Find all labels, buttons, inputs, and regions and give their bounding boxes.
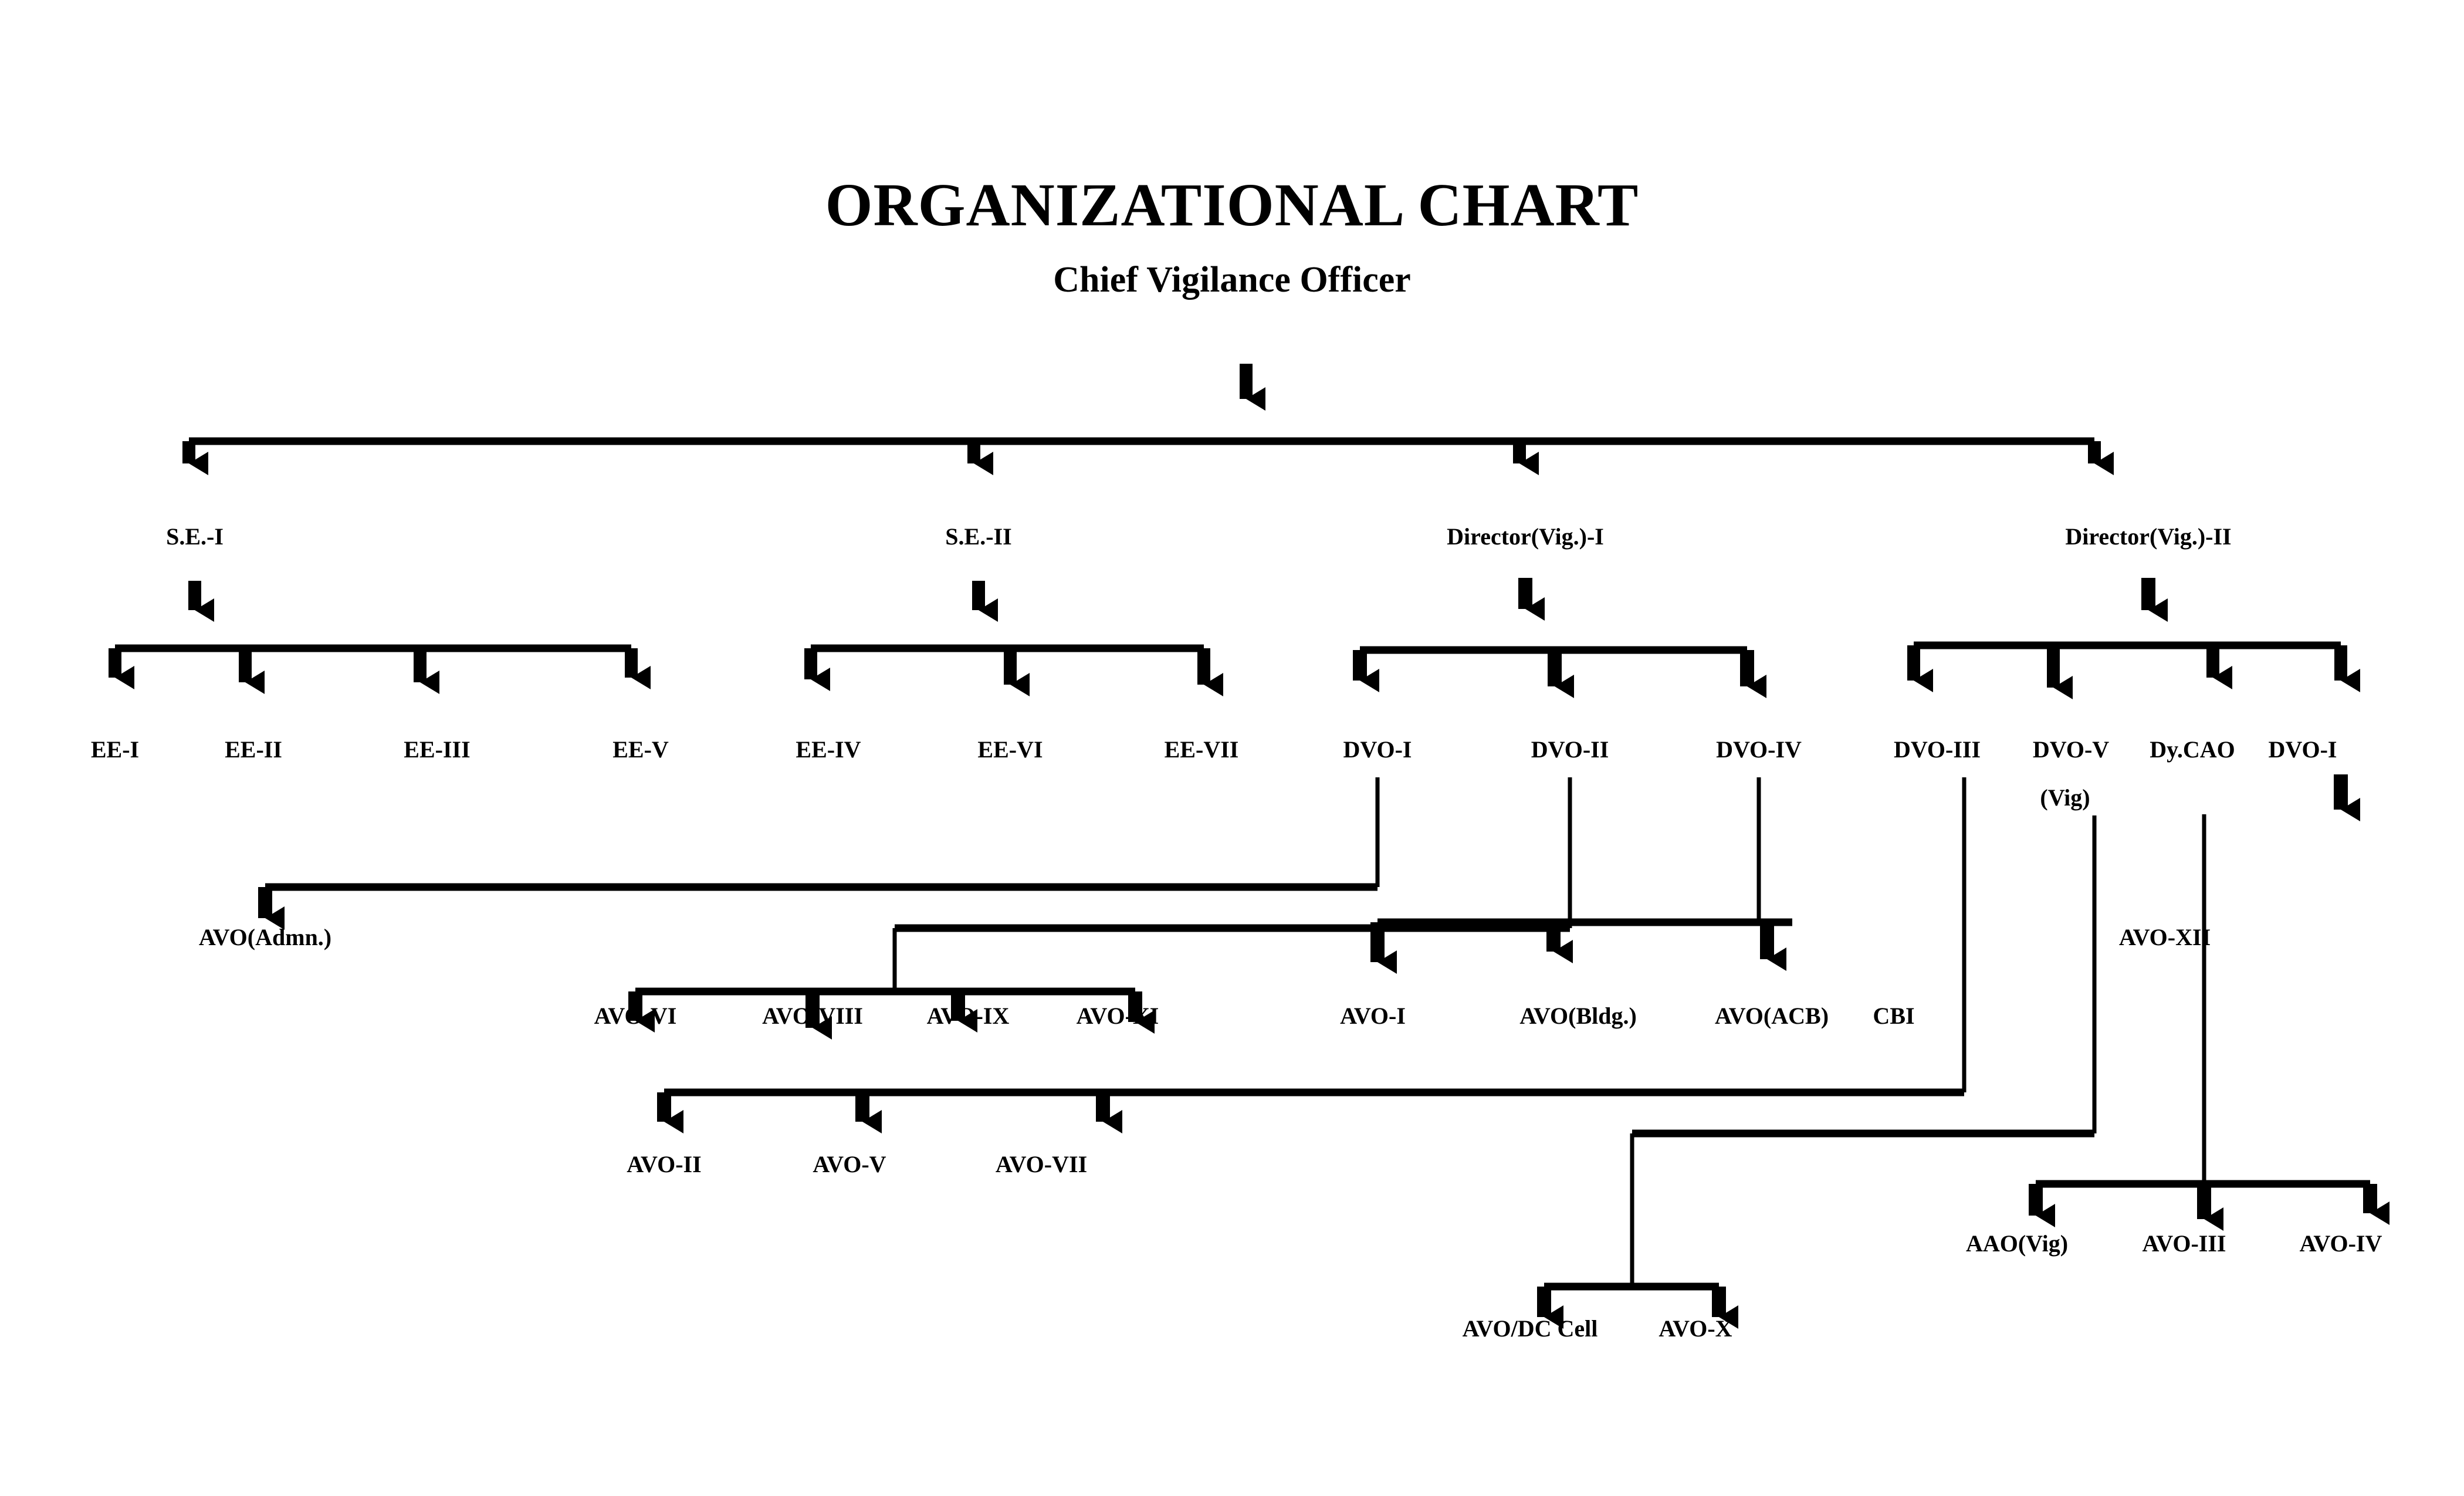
node-avo-2[interactable]: AVO-II [627,1151,702,1177]
node-avo-6[interactable]: AVO-VI [594,1003,677,1029]
node-dvo-5-vig-suffix[interactable]: (Vig) [2040,784,2090,811]
node-ee-7[interactable]: EE-VII [1164,736,1239,763]
node-dvo-5[interactable]: DVO-V [2032,736,2110,763]
node-aao-vig[interactable]: AAO(Vig) [1965,1230,2069,1257]
node-ee-4[interactable]: EE-IV [796,736,861,763]
node-avo-bldg[interactable]: AVO(Bldg.) [1519,1003,1637,1029]
node-avo-3[interactable]: AVO-III [2142,1230,2226,1257]
node-ee-6[interactable]: EE-VI [977,736,1043,763]
page-subtitle: Chief Vigilance Officer [1053,260,1411,300]
node-avo-5[interactable]: AVO-V [813,1151,886,1177]
node-dvo-3[interactable]: DVO-III [1893,736,1981,763]
edge-bus-se2-children [804,644,1223,696]
node-avo-12[interactable]: AVO-XII [2118,924,2211,950]
edge-dvo2-to-avo-group [628,777,1572,1040]
node-se-2[interactable]: S.E.-II [945,523,1012,550]
page-title: ORGANIZATIONAL CHART [825,171,1639,239]
node-avo-dc-cell[interactable]: AVO/DC Cell [1462,1315,1598,1342]
edge-dvo4-to-avo1-group [1370,777,1792,974]
node-avo-11[interactable]: AVO-XI [1076,1003,1159,1029]
node-director-vig-1[interactable]: Director(Vig.)-I [1447,523,1604,550]
edge-bus-level1 [182,437,2114,475]
node-se-1[interactable]: S.E.-I [166,523,224,550]
node-ee-3[interactable]: EE-III [404,736,471,763]
node-ee-5[interactable]: EE-V [612,736,669,763]
edge-bus-dirvig2-children [1907,641,2360,699]
edge-dvo3-to-avo2-group [657,777,1967,1133]
node-avo-acb[interactable]: AVO(ACB) [1714,1003,1829,1029]
node-cbi[interactable]: CBI [1873,1003,1915,1029]
edge-dycao-to-aao-group [2029,814,2389,1231]
edge-dvo5-to-avodc-group [1537,815,2097,1329]
node-dvo-4[interactable]: DVO-IV [1716,736,1802,763]
node-avo-10[interactable]: AVO-X [1659,1315,1732,1342]
node-avo-7[interactable]: AVO-VII [995,1151,1088,1177]
node-avo-9[interactable]: AVO-IX [926,1003,1010,1029]
node-dvo-1-b[interactable]: DVO-I [2268,736,2337,763]
edge-bus-se1-children [109,644,651,694]
node-avo-admn[interactable]: AVO(Admn.) [198,924,332,950]
edge-dvo1-to-avoadmn [258,777,1380,930]
node-ee-1[interactable]: EE-I [90,736,140,763]
edge-bus-dirvig1-children [1353,646,1766,698]
node-dy-cao[interactable]: Dy.CAO [2150,736,2235,763]
node-avo-4[interactable]: AVO-IV [2299,1230,2382,1257]
node-director-vig-2[interactable]: Director(Vig.)-II [2065,523,2232,550]
node-ee-2[interactable]: EE-II [225,736,282,763]
node-dvo-1[interactable]: DVO-I [1343,736,1412,763]
node-dvo-2[interactable]: DVO-II [1531,736,1609,763]
node-avo-1[interactable]: AVO-I [1340,1003,1406,1029]
node-avo-8[interactable]: AVO-VIII [762,1003,863,1029]
